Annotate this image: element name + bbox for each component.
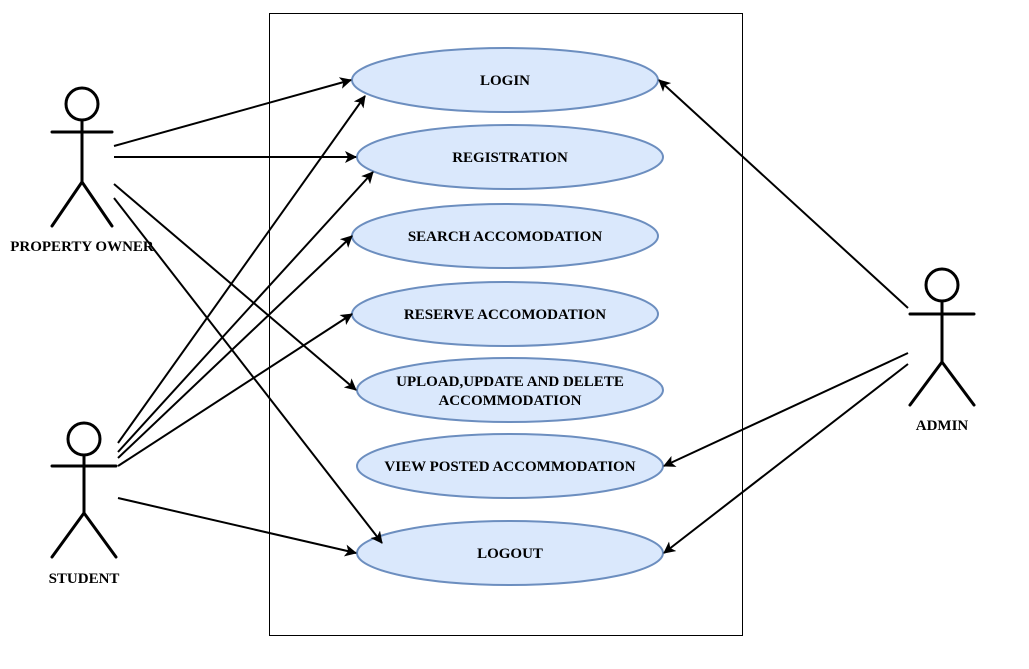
- stick-figure-icon: [50, 421, 118, 559]
- usecase-view-ellipse: [356, 433, 664, 499]
- usecase-logout[interactable]: LOGOUT: [356, 520, 664, 586]
- usecase-upload-label-line2: ACCOMMODATION: [438, 393, 581, 409]
- usecase-login[interactable]: LOGIN: [351, 47, 659, 113]
- association-admin-view: [663, 352, 909, 467]
- association-student-reserve: [117, 313, 353, 467]
- actor-admin-label: ADMIN: [916, 418, 969, 434]
- actor-student-label: STUDENT: [49, 571, 120, 587]
- usecase-search-accomodation[interactable]: SEARCH ACCOMODATION: [351, 203, 659, 269]
- stick-figure-icon: [908, 267, 976, 407]
- usecase-registration-ellipse: [356, 124, 664, 190]
- usecase-registration[interactable]: REGISTRATION: [356, 124, 664, 190]
- association-student-logout: [117, 497, 357, 557]
- association-student-registration: [117, 171, 374, 453]
- actor-property-owner[interactable]: PROPERTY OWNER: [10, 86, 154, 255]
- usecase-registration-label: REGISTRATION: [452, 150, 568, 166]
- usecase-reserve-accomodation[interactable]: RESERVE ACCOMODATION: [351, 281, 659, 347]
- usecase-upload-ellipse: [356, 357, 664, 423]
- association-owner-logout: [113, 197, 383, 544]
- association-admin-login: [658, 79, 909, 309]
- usecase-logout-label: LOGOUT: [477, 546, 543, 562]
- usecase-login-label: LOGIN: [480, 73, 530, 89]
- association-student-search: [117, 235, 353, 459]
- association-student-login: [117, 95, 366, 444]
- association-owner-login: [113, 77, 352, 147]
- usecase-reserve-label: RESERVE ACCOMODATION: [404, 307, 606, 323]
- association-owner-upload: [113, 183, 357, 391]
- usecase-upload-update-delete[interactable]: UPLOAD,UPDATE AND DELETE ACCOMMODATION: [356, 357, 664, 423]
- usecase-logout-ellipse: [356, 520, 664, 586]
- usecase-login-ellipse: [351, 47, 659, 113]
- usecase-upload-label-line1: UPLOAD,UPDATE AND DELETE: [396, 374, 624, 390]
- association-admin-logout: [663, 363, 909, 554]
- actor-student[interactable]: STUDENT: [49, 421, 120, 587]
- actor-property-owner-label: PROPERTY OWNER: [10, 239, 154, 255]
- usecase-search-label: SEARCH ACCOMODATION: [408, 229, 602, 245]
- usecase-view-posted[interactable]: VIEW POSTED ACCOMMODATION: [356, 433, 664, 499]
- system-boundary: [269, 13, 743, 636]
- usecase-view-label: VIEW POSTED ACCOMMODATION: [384, 459, 635, 475]
- stick-figure-icon: [50, 86, 114, 228]
- actor-admin[interactable]: ADMIN: [908, 267, 976, 434]
